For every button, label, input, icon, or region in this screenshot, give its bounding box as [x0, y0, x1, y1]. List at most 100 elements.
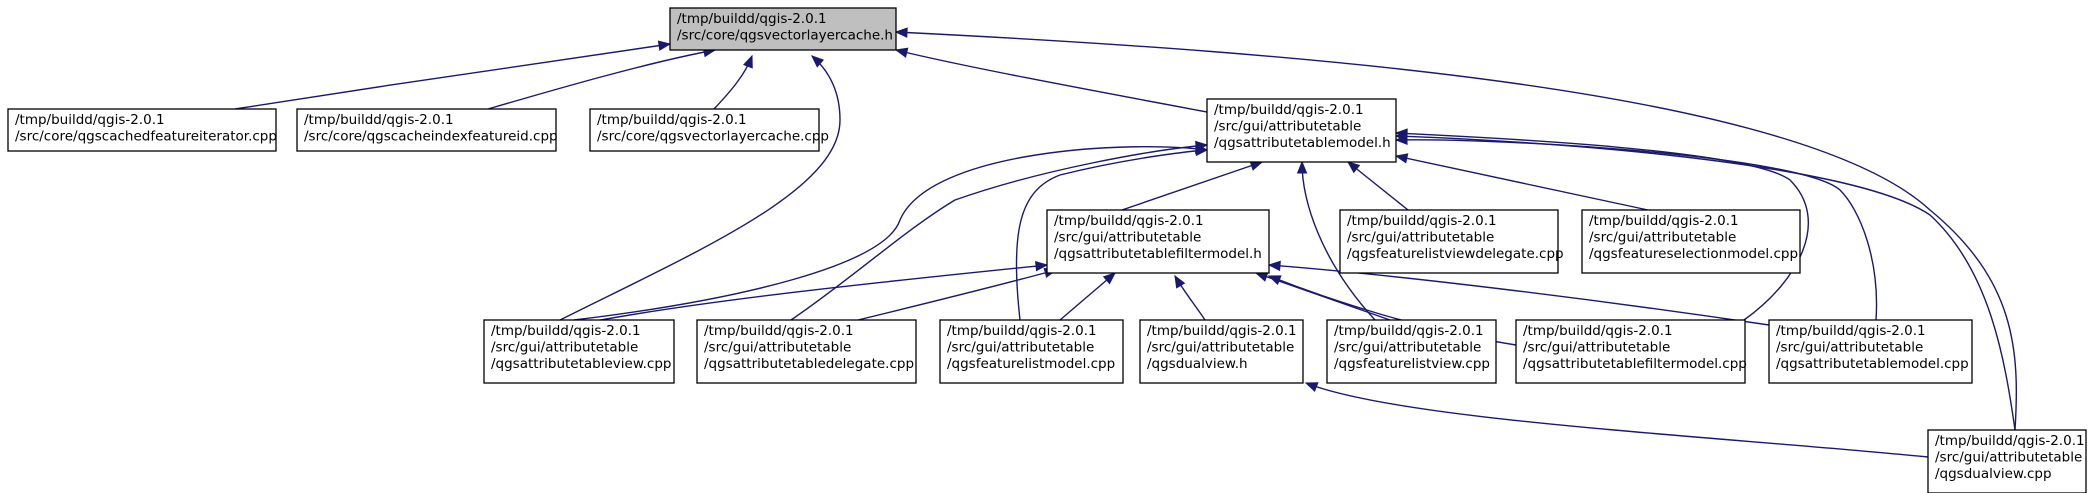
edge-arrowhead: [1267, 275, 1282, 286]
edge-arrowhead: [1195, 145, 1209, 157]
node-label-line: /tmp/buildd/qgis-2.0.1: [1935, 433, 2085, 449]
edge-line: [1268, 264, 1770, 326]
edge-arrowhead: [1346, 161, 1361, 174]
edge-arrowhead: [1102, 272, 1117, 285]
node-label-line: /tmp/buildd/qgis-2.0.1: [677, 11, 827, 27]
node-n7[interactable]: /tmp/buildd/qgis-2.0.1/src/gui/attribute…: [1581, 209, 1801, 274]
node-box[interactable]: [589, 108, 820, 152]
node-box[interactable]: [1139, 319, 1304, 384]
node-label-line: /qgsdualview.h: [1147, 356, 1248, 372]
node-n13[interactable]: /tmp/buildd/qgis-2.0.1/src/gui/attribute…: [1515, 319, 1747, 384]
node-label-line: /src/gui/attributetable: [1214, 119, 1361, 135]
node-box[interactable]: [483, 319, 675, 384]
node-n10[interactable]: /tmp/buildd/qgis-2.0.1/src/gui/attribute…: [939, 319, 1124, 384]
edge-line: [895, 31, 2018, 431]
node-n1[interactable]: /tmp/buildd/qgis-2.0.1/src/core/qgscache…: [7, 108, 277, 152]
node-label-line: /src/gui/attributetable: [491, 340, 638, 356]
node-label-line: /tmp/buildd/qgis-2.0.1: [1214, 102, 1364, 118]
edge-n14-to-n5: [1267, 260, 1770, 326]
node-label-line: /src/core/qgscacheindexfeatureid.cpp: [304, 129, 558, 145]
node-label-line: /qgsattributetablefiltermodel.h: [1054, 246, 1262, 262]
edge-n9-to-n5: [857, 267, 1058, 321]
edge-line: [895, 49, 1208, 113]
node-label-line: /src/gui/attributetable: [1935, 450, 2082, 466]
edge-line: [1059, 272, 1116, 321]
node-label-line: /tmp/buildd/qgis-2.0.1: [491, 323, 641, 339]
node-box[interactable]: [1768, 319, 1973, 384]
edge-n6-to-n4: [1346, 161, 1409, 211]
edge-n4-to-n0: [894, 47, 1208, 113]
node-label-line: /tmp/buildd/qgis-2.0.1: [15, 112, 165, 128]
edge-line: [1395, 155, 1649, 211]
edge-n8-to-n5: [573, 260, 1049, 326]
node-n6[interactable]: /tmp/buildd/qgis-2.0.1/src/gui/attribute…: [1339, 209, 1564, 274]
edge-line: [1395, 135, 2016, 431]
node-n14[interactable]: /tmp/buildd/qgis-2.0.1/src/gui/attribute…: [1768, 319, 1973, 384]
node-n0[interactable]: /tmp/buildd/qgis-2.0.1/src/core/qgsvecto…: [669, 7, 897, 51]
node-label-line: /src/gui/attributetable: [704, 340, 851, 356]
node-box[interactable]: [1326, 319, 1497, 384]
edge-n1-to-n0: [234, 40, 672, 110]
node-n2[interactable]: /tmp/buildd/qgis-2.0.1/src/core/qgscache…: [296, 108, 558, 152]
edge-arrowhead: [811, 55, 825, 68]
node-label-line: /tmp/buildd/qgis-2.0.1: [1147, 323, 1297, 339]
node-box[interactable]: [939, 319, 1124, 384]
edge-n11-to-n5: [1174, 274, 1206, 321]
edge-line: [573, 146, 1208, 321]
edge-arrowhead: [1267, 260, 1281, 272]
node-box[interactable]: [1581, 209, 1801, 274]
node-label-line: /tmp/buildd/qgis-2.0.1: [1347, 213, 1497, 229]
node-box[interactable]: [7, 108, 277, 152]
node-label-line: /tmp/buildd/qgis-2.0.1: [597, 112, 747, 128]
node-label-line: /qgsattributetablefiltermodel.cpp: [1523, 356, 1747, 372]
node-label-line: /src/gui/attributetable: [1589, 230, 1736, 246]
node-n15[interactable]: /tmp/buildd/qgis-2.0.1/src/gui/attribute…: [1927, 429, 2087, 493]
edge-n5-to-n4: [1121, 160, 1264, 211]
node-box[interactable]: [696, 319, 917, 384]
node-label-line: /src/gui/attributetable: [1523, 340, 1670, 356]
node-box[interactable]: [1206, 98, 1397, 163]
node-label-line: /tmp/buildd/qgis-2.0.1: [1523, 323, 1673, 339]
edge-line: [1347, 161, 1409, 211]
edge-line: [1301, 161, 1376, 321]
edge-arrowhead: [1304, 382, 1319, 393]
node-box[interactable]: [669, 7, 897, 51]
edge-line: [1305, 382, 1929, 458]
edge-n15-to-n4: [1394, 131, 2016, 431]
edge-n15-to-n0: [894, 27, 2018, 431]
edge-n10-to-n5: [1059, 272, 1117, 321]
edge-arrowhead: [1035, 260, 1049, 272]
edge-arrowhead: [1174, 274, 1186, 289]
node-n11[interactable]: /tmp/buildd/qgis-2.0.1/src/gui/attribute…: [1139, 319, 1304, 384]
node-label-line: /src/core/qgscachedfeatureiterator.cpp: [15, 129, 277, 145]
edge-n10-to-n4: [1015, 145, 1209, 321]
node-label-line: /src/gui/attributetable: [1147, 340, 1294, 356]
node-label-line: /qgsattributetablemodel.cpp: [1776, 356, 1969, 372]
edge-n12-to-n4: [1296, 160, 1376, 321]
node-box[interactable]: [1515, 319, 1746, 384]
edge-arrowhead: [657, 40, 672, 51]
node-box[interactable]: [296, 108, 557, 152]
node-n3[interactable]: /tmp/buildd/qgis-2.0.1/src/core/qgsvecto…: [589, 108, 829, 152]
nodes-layer: /tmp/buildd/qgis-2.0.1/src/core/qgsvecto…: [7, 7, 2087, 493]
edge-line: [573, 264, 1048, 326]
node-box[interactable]: [1046, 209, 1270, 274]
node-label-line: /src/gui/attributetable: [1347, 230, 1494, 246]
node-box[interactable]: [1339, 209, 1559, 274]
node-label-line: /tmp/buildd/qgis-2.0.1: [1589, 213, 1739, 229]
node-label-line: /qgsfeatureselectionmodel.cpp: [1589, 246, 1798, 262]
node-label-line: /qgsfeaturelistmodel.cpp: [947, 356, 1115, 372]
node-n4[interactable]: /tmp/buildd/qgis-2.0.1/src/gui/attribute…: [1206, 98, 1397, 163]
node-n5[interactable]: /tmp/buildd/qgis-2.0.1/src/gui/attribute…: [1046, 209, 1270, 274]
node-label-line: /tmp/buildd/qgis-2.0.1: [947, 323, 1097, 339]
node-n9[interactable]: /tmp/buildd/qgis-2.0.1/src/gui/attribute…: [696, 319, 917, 384]
node-n12[interactable]: /tmp/buildd/qgis-2.0.1/src/gui/attribute…: [1326, 319, 1497, 384]
edge-arrowhead: [894, 27, 908, 38]
node-label-line: /tmp/buildd/qgis-2.0.1: [304, 112, 454, 128]
node-box[interactable]: [1927, 429, 2087, 493]
node-label-line: /tmp/buildd/qgis-2.0.1: [1776, 323, 1926, 339]
node-n8[interactable]: /tmp/buildd/qgis-2.0.1/src/gui/attribute…: [483, 319, 675, 384]
edge-line: [559, 55, 841, 321]
edge-n15-to-n11: [1304, 382, 1929, 458]
